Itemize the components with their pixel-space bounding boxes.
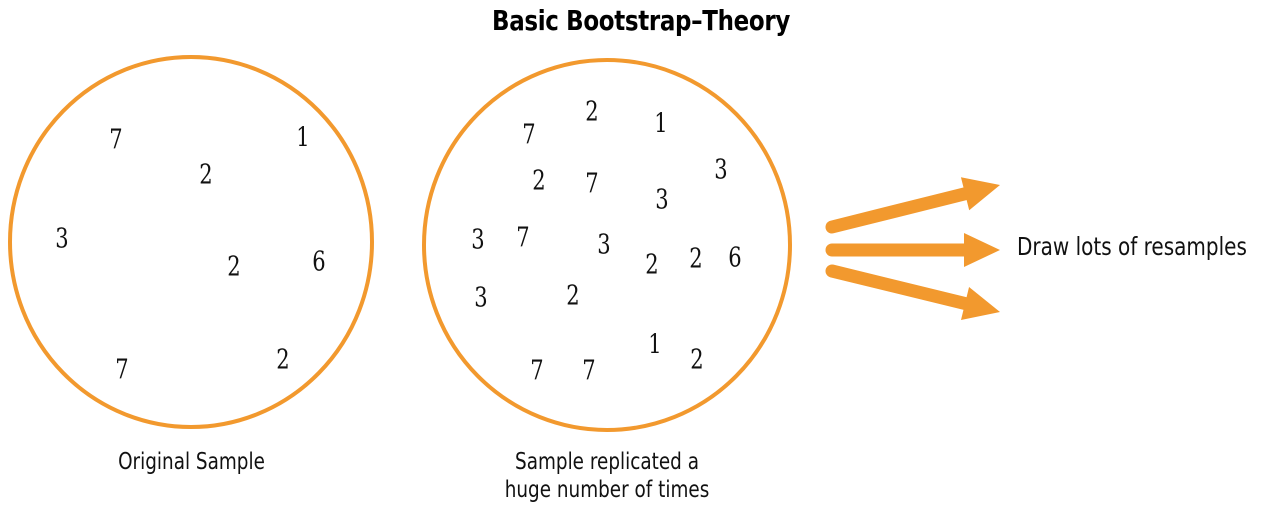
caption-replicated-sample: Sample replicated a huge number of times [461,448,754,504]
sample-value: 3 [714,154,728,186]
sample-value: 3 [55,223,69,255]
circle-original-sample [8,55,374,429]
sample-value: 2 [689,243,703,275]
sample-value: 2 [532,165,546,197]
sample-value: 7 [582,355,596,387]
sample-value: 1 [654,108,668,140]
sample-value: 2 [566,280,580,312]
arrow-head [964,233,1000,267]
caption-line: huge number of times [504,477,710,504]
arrow-head [960,177,1000,211]
arrow-shaft [825,264,978,312]
sample-value: 7 [522,119,536,151]
sample-value: 2 [690,344,704,376]
sample-value: 2 [227,251,241,283]
sample-value: 1 [296,122,310,154]
circle-group [8,55,792,432]
sample-value: 2 [585,96,599,128]
arrow-middle [825,233,1000,267]
arrow-group [825,177,1000,320]
sample-value: 2 [645,249,659,281]
caption-original-sample: Original Sample [46,448,336,476]
sample-value: 3 [471,224,485,256]
sample-value: 7 [530,355,544,387]
arrow-top [825,177,1000,234]
arrow-bottom [825,264,1000,320]
sample-value: 3 [474,282,488,314]
sample-value: 3 [597,229,611,261]
sample-value: 1 [648,329,662,361]
sample-value: 6 [728,242,742,274]
sample-value: 3 [655,184,669,216]
draw-resamples-label: Draw lots of resamples [1017,232,1247,261]
caption-line: Sample replicated a [515,449,699,475]
caption-line: Original Sample [118,449,265,475]
sample-value: 2 [199,159,213,191]
page-title: Basic Bootstrap–Theory [492,4,790,37]
sample-value: 7 [109,124,123,156]
sample-value: 6 [312,246,326,278]
arrow-head [960,286,1000,320]
sample-value: 2 [276,344,290,376]
arrow-shaft [825,185,978,234]
sample-value: 7 [115,354,129,386]
sample-value: 7 [516,222,530,254]
sample-value: 7 [585,168,599,200]
circle-replicated-sample [422,58,792,432]
